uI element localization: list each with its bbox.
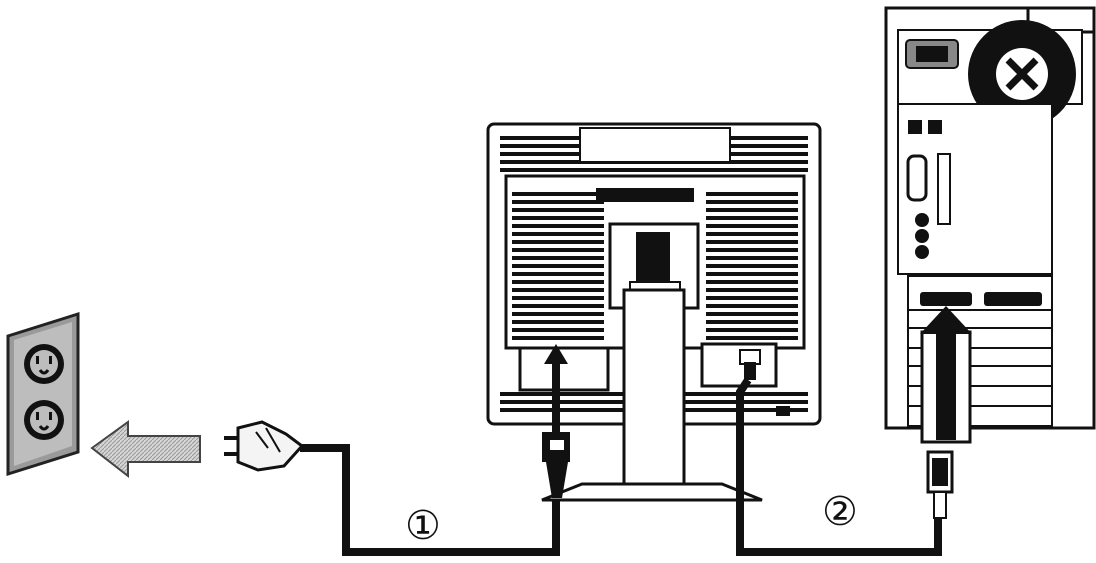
power-plug bbox=[224, 422, 302, 470]
monitor-logo bbox=[596, 188, 694, 202]
plug-in-arrow bbox=[92, 422, 200, 476]
step-1-label: ① bbox=[405, 506, 441, 546]
signal-connector-computer bbox=[928, 452, 952, 518]
wall-outlet bbox=[8, 314, 78, 474]
power-connector bbox=[542, 432, 570, 498]
computer-signal-arrow bbox=[920, 306, 972, 442]
vga-socket bbox=[920, 292, 972, 306]
computer-rear bbox=[886, 8, 1094, 428]
outlet-socket-bottom bbox=[24, 400, 64, 440]
power-port bbox=[520, 348, 608, 390]
step-2-label: ② bbox=[822, 492, 858, 532]
monitor-back bbox=[488, 124, 820, 500]
outlet-socket-top bbox=[24, 344, 64, 384]
